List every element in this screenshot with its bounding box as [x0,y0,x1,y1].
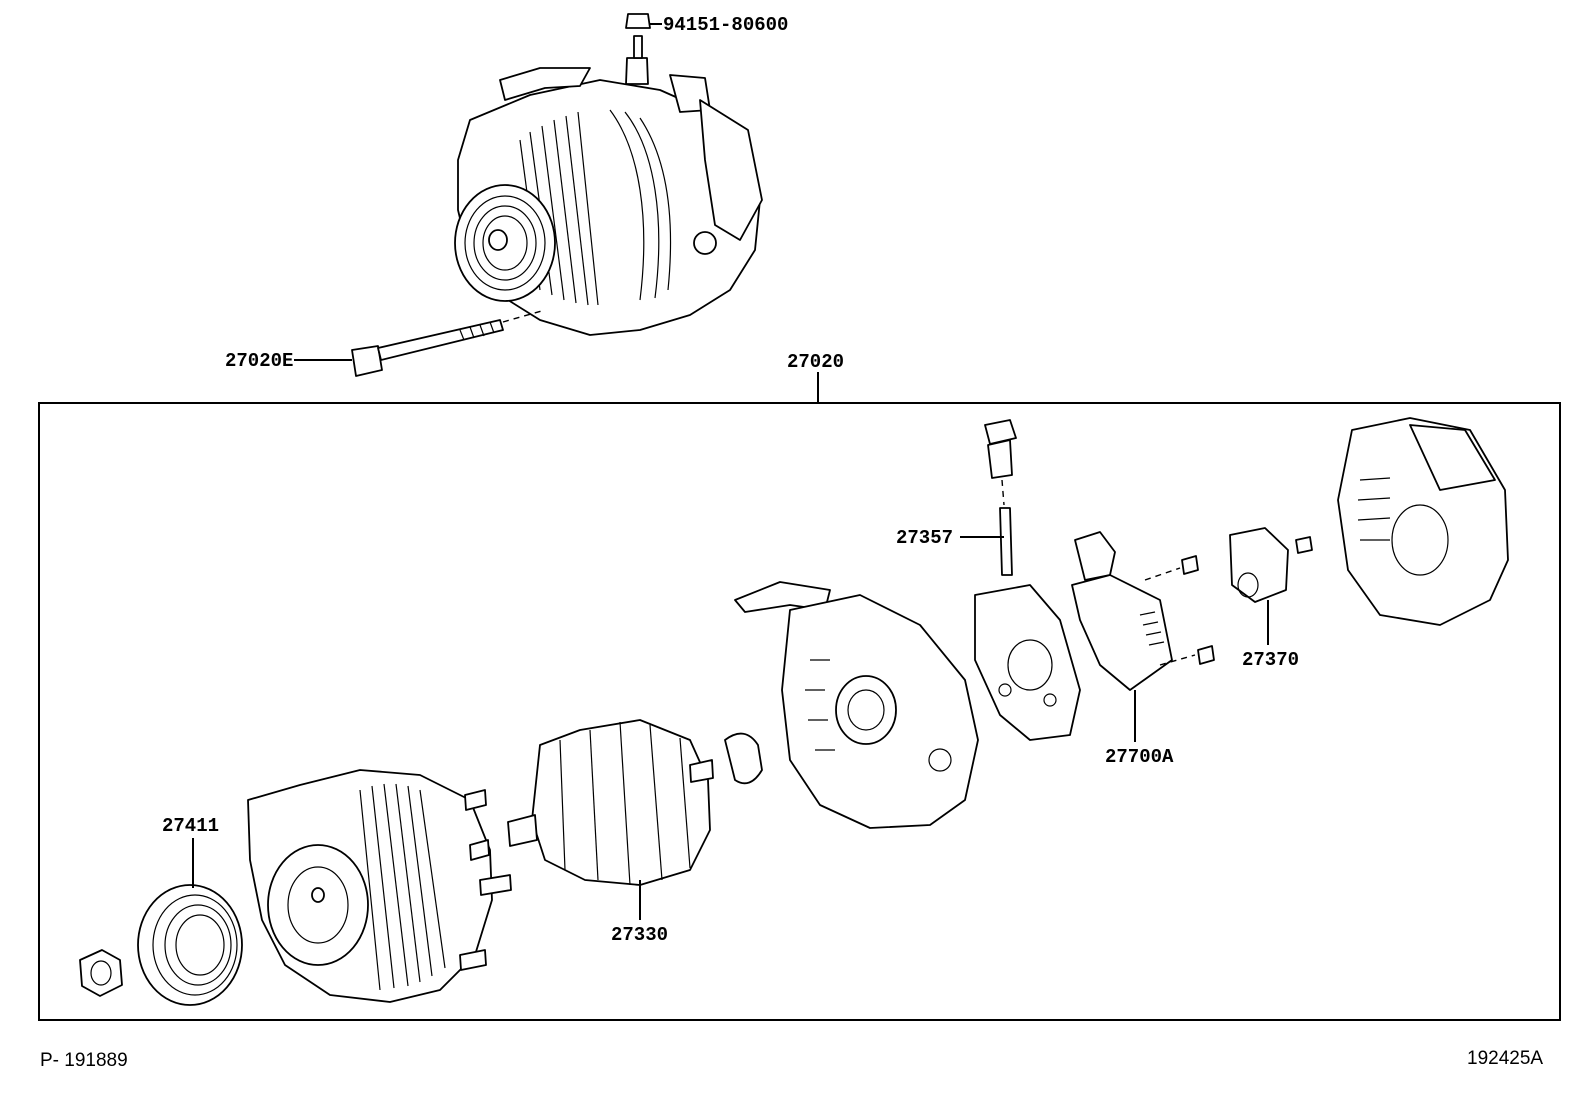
label-94151-80600: 94151-80600 [663,14,788,36]
regulator-drawing [1071,531,1215,742]
footer-right-code: 192425A [1467,1048,1543,1069]
label-27411: 27411 [162,815,219,837]
nut-drawing [79,949,123,997]
terminal-drawing [984,419,1017,576]
ring-drawing [724,732,763,785]
label-27020E: 27020E [225,350,293,372]
label-27370: 27370 [1242,649,1299,671]
alternator-assembly-drawing [351,13,763,377]
label-27357: 27357 [896,527,953,549]
brush-holder-drawing [1229,527,1313,645]
pulley-drawing [137,838,243,1006]
footer-left-code: P- 191889 [40,1050,128,1071]
label-27020: 27020 [787,351,844,373]
rear-cover-drawing [1337,417,1509,626]
label-27700A: 27700A [1105,746,1174,768]
rectifier-drawing [974,584,1081,741]
label-27330: 27330 [611,924,668,946]
rear-frame-drawing [734,581,979,829]
front-housing-drawing [247,769,512,1003]
assembly-frame [38,402,1561,1021]
rotor-drawing [507,719,714,920]
